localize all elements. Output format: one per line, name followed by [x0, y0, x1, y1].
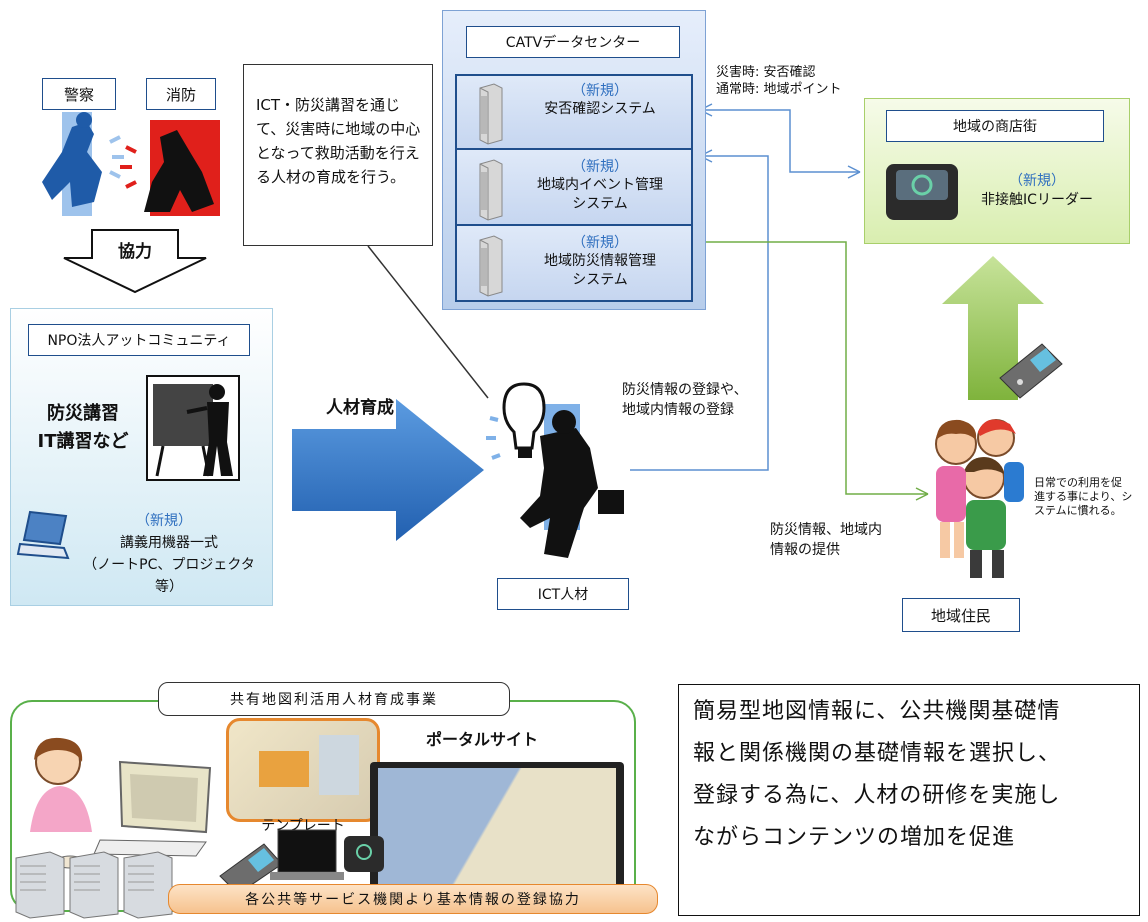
police-fire-illustration	[42, 112, 220, 216]
portal-map-screen	[370, 762, 624, 904]
system-2: （新規） 地域内イベント管理 システム	[537, 159, 663, 212]
catv-title: CATVデータセンター	[466, 26, 680, 58]
shop-new-tag: （新規）	[1009, 173, 1065, 189]
residents-illustration	[935, 419, 1024, 578]
summary-box: 簡易型地図情報に、公共機関基礎情 報と関係機関の基礎情報を選択し、 登録する為に…	[678, 684, 1140, 916]
callout-box: ICT・防災講習を通じて、災害時に地域の中心となって救助活動を行える人材の育成を…	[243, 64, 433, 246]
residents-label: 地域住民	[902, 598, 1020, 632]
training-arrow	[292, 399, 484, 541]
shop-title: 地域の商店街	[886, 110, 1104, 142]
mobile-phone-icon	[999, 343, 1063, 399]
devices-illustration	[219, 829, 384, 895]
ic-reader-icon	[886, 164, 958, 220]
ict-person-label: ICT人材	[497, 578, 629, 610]
provide-note: 防災情報、地域内 情報の提供	[770, 522, 882, 558]
fire-label: 消防	[146, 78, 216, 110]
system-3: （新規） 地域防災情報管理 システム	[544, 235, 656, 288]
training-label: 人材育成	[326, 397, 394, 418]
server-icon	[479, 83, 503, 145]
project-title: 共有地図利活用人材育成事業	[158, 682, 510, 716]
register-note: 防災情報の登録や、 地域内情報の登録	[622, 382, 748, 418]
green-up-arrow	[942, 256, 1044, 400]
template-thumbnail	[226, 718, 380, 822]
office-worker-illustration	[15, 737, 212, 919]
ict-person-illustration	[486, 382, 624, 558]
police-label: 警察	[42, 78, 116, 110]
daily-note: 日常での利用を促 進する事により、シ ステムに慣れる。	[1034, 476, 1133, 517]
cooperation-label: 協力	[118, 241, 152, 262]
reader-label: 非接触ICリーダー	[981, 191, 1093, 208]
server-icons	[479, 83, 503, 297]
course-text: 防災講習 IT講習など	[37, 403, 129, 452]
cooperation-arrow	[63, 229, 207, 294]
system-1: （新規） 安否確認システム	[544, 83, 656, 117]
disaster-note: 災害時: 安否確認 通常時: 地域ポイント	[716, 65, 842, 97]
laptop-icon	[16, 510, 70, 560]
registration-banner: 各公共等サービス機関より基本情報の登録協力	[168, 884, 658, 914]
server-icon	[15, 851, 65, 919]
npo-title: NPO法人アットコミュニティ	[28, 324, 250, 356]
lecturer-illustration	[146, 375, 240, 481]
equipment-text: 講義用機器一式 （ノートPC、プロジェクタ等）	[83, 535, 255, 595]
portal-label: ポータルサイト	[425, 730, 538, 749]
npo-new-tag: （新規）	[136, 513, 192, 529]
